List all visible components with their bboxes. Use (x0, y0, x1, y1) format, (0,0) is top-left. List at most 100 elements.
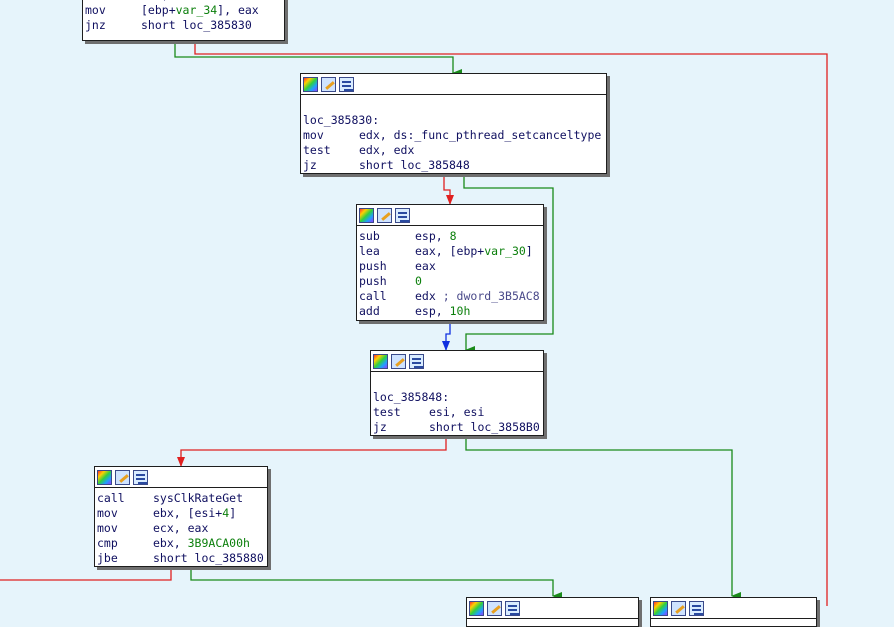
block-header (357, 205, 543, 226)
operand-op: short loc_385848 (359, 158, 470, 172)
operand-op: eax, eax (141, 0, 196, 3)
graph-overview-icon[interactable] (505, 600, 520, 616)
instruction-line[interactable]: call edx ; dword_3B5AC8 (359, 289, 541, 304)
operand-op: ebx, [esi+ (153, 506, 223, 520)
edge-false[interactable] (443, 173, 454, 205)
instruction-line[interactable]: call sysClkRateGet (97, 491, 265, 506)
mnemonic: jbe (97, 551, 118, 565)
operand-op: short loc_3858B0 (429, 420, 540, 434)
edge-true[interactable] (465, 435, 741, 600)
edge-true[interactable] (174, 40, 462, 77)
block-header (467, 598, 638, 619)
mnemonic: cmp (97, 536, 118, 550)
color-palette-icon[interactable] (373, 353, 388, 369)
mnemonic: jz (303, 158, 317, 172)
blank-line (373, 375, 541, 390)
instruction-line[interactable]: mov[ebp+var_34], eax (85, 3, 282, 18)
rename-icon[interactable] (377, 207, 392, 223)
graph-overview-icon[interactable] (133, 469, 148, 485)
edge-true[interactable] (190, 566, 562, 600)
mnemonic: test (85, 0, 141, 3)
operand-op: ], eax (217, 3, 259, 17)
rename-icon[interactable] (115, 469, 130, 485)
code-block[interactable] (650, 597, 817, 627)
operand-cmt: ; dword_3B5AC8 (442, 289, 540, 303)
edge-unconditional[interactable] (442, 320, 451, 351)
code-label[interactable]: loc_385830: (303, 113, 380, 127)
block-header (301, 74, 606, 95)
instruction-line[interactable]: jnz short loc_385830 (85, 18, 282, 33)
mnemonic: push (359, 274, 387, 288)
operand-op: eax (415, 259, 436, 273)
instruction-line[interactable]: add esp, 10h (359, 304, 541, 319)
color-palette-icon[interactable] (97, 469, 112, 485)
graph-overview-icon[interactable] (395, 207, 410, 223)
color-palette-icon[interactable] (469, 600, 484, 616)
operand-num: 8 (449, 229, 457, 243)
mnemonic: test (303, 143, 331, 157)
blank-line (303, 98, 604, 113)
operand-num: 10h (449, 304, 471, 318)
edge-false[interactable] (194, 40, 828, 606)
mnemonic: mov (97, 506, 118, 520)
mnemonic: add (359, 304, 380, 318)
graph-overview-icon[interactable] (409, 353, 424, 369)
block-header (95, 467, 267, 488)
color-palette-icon[interactable] (303, 76, 318, 92)
instruction-line[interactable]: push 0 (359, 274, 541, 289)
graph-overview-icon[interactable] (689, 600, 704, 616)
graph-overview-icon[interactable] (339, 76, 354, 92)
operand-op: edx (415, 289, 443, 303)
operand-op: ] (525, 244, 533, 258)
operand-op: [ebp+ (141, 3, 176, 17)
edge-true[interactable] (463, 173, 554, 354)
code-block[interactable]: testeax, eaxmov[ebp+var_34], eaxjnzshort… (82, 0, 285, 41)
operand-num: 0 (415, 274, 422, 288)
operand-op: sysClkRateGet (153, 491, 244, 505)
rename-icon[interactable] (487, 600, 502, 616)
rename-icon[interactable] (671, 600, 686, 616)
mnemonic: mov (85, 3, 106, 17)
operand-op: short loc_385880 (153, 551, 264, 565)
mnemonic: mov (97, 521, 118, 535)
operand-op: esp, (415, 304, 450, 318)
rename-icon[interactable] (321, 76, 336, 92)
instruction-line[interactable]: jz short loc_385848 (303, 158, 604, 173)
mnemonic: call (97, 491, 125, 505)
code-label[interactable]: loc_385848: (373, 390, 450, 404)
color-palette-icon[interactable] (653, 600, 668, 616)
edge-false[interactable] (0, 566, 172, 581)
operand-op: short loc_385830 (141, 18, 252, 32)
block-header (651, 598, 816, 619)
color-palette-icon[interactable] (359, 207, 374, 223)
code-block[interactable] (466, 597, 639, 627)
mnemonic: call (359, 289, 387, 303)
block-body: testeax, eaxmov[ebp+var_34], eaxjnzshort… (83, 0, 284, 35)
instruction-line[interactable]: testeax, eax (85, 0, 282, 3)
mnemonic: mov (303, 128, 324, 142)
instruction-line[interactable]: jbe short loc_385880 (97, 551, 265, 566)
operand-op: ecx, eax (153, 521, 209, 535)
instruction-line[interactable]: mov ecx, eax (97, 521, 265, 536)
mnemonic: test (373, 405, 401, 419)
rename-icon[interactable] (391, 353, 406, 369)
edge-false[interactable] (177, 435, 447, 467)
mnemonic: jnz (85, 18, 106, 32)
